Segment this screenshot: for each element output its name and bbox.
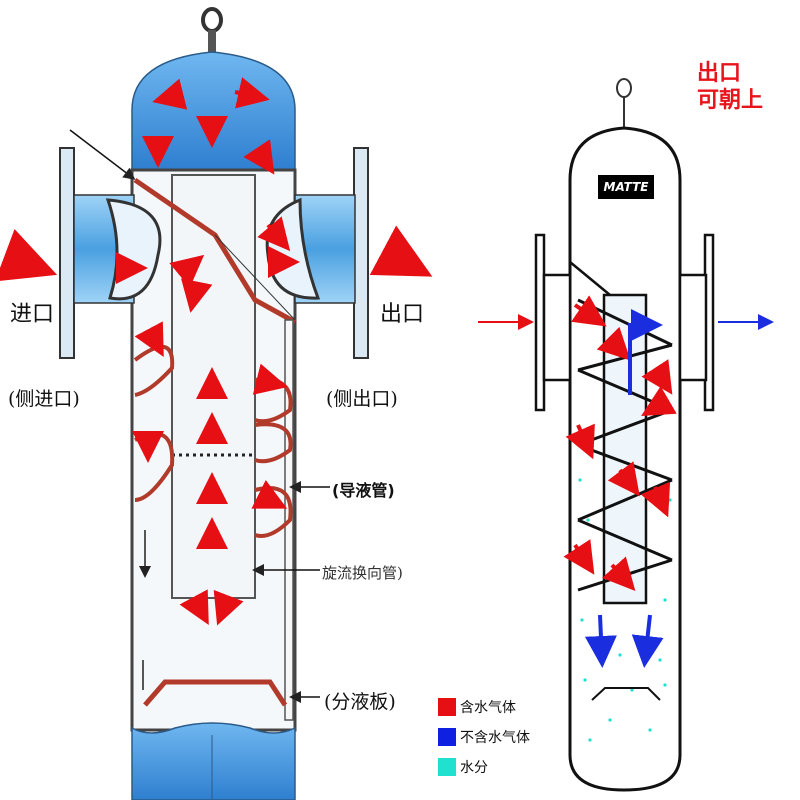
wet-gas-arrows [563, 295, 677, 591]
leader-lines [69, 129, 330, 703]
separator-plate-label: (分液板) [324, 691, 396, 713]
drain-pipe-label: (导液管) [332, 481, 395, 500]
legend-label: 含水气体 [460, 700, 516, 716]
outlet-note-line1: 出口 [697, 61, 742, 86]
left-separator [0, 7, 433, 800]
outlet-note-line2: 可朝上 [697, 88, 764, 113]
legend: 含水气体 不含水气体 水分 [438, 692, 530, 782]
outlet-arrow-left [369, 225, 433, 277]
legend-swatch-dry-gas [438, 728, 456, 746]
outlet-note: 出口 可朝上 [697, 60, 763, 114]
side-inlet-label: (侧进口) [8, 388, 80, 410]
bottom-dome [131, 722, 296, 800]
legend-label: 水分 [460, 760, 488, 776]
right-separator-plate [591, 687, 661, 701]
legend-item-dry-gas: 不含水气体 [438, 722, 530, 752]
right-separator [478, 78, 774, 792]
inlet-baffle [133, 177, 297, 325]
lifting-eye-left [201, 7, 223, 52]
inlet-arrow-left [0, 229, 58, 282]
outlet-label: 出口 [380, 302, 425, 327]
legend-label: 不含水气体 [460, 730, 530, 746]
legend-swatch-water [438, 758, 456, 776]
legend-item-wet-gas: 含水气体 [438, 692, 530, 722]
lifting-eye-right [616, 78, 632, 130]
legend-swatch-wet-gas [438, 698, 456, 716]
side-inlet-nozzle [59, 147, 162, 359]
flow-arrows-left [116, 77, 300, 626]
side-outlet-label: (侧出口) [326, 388, 398, 410]
inlet-label: 进口 [10, 302, 55, 327]
separator-plate [143, 679, 288, 707]
legend-item-water: 水分 [438, 752, 530, 782]
dry-gas-arrows [584, 309, 664, 668]
swirl-pipe-label: 旋流换向管) [322, 564, 403, 582]
brand-plate: MATTE [598, 175, 654, 199]
